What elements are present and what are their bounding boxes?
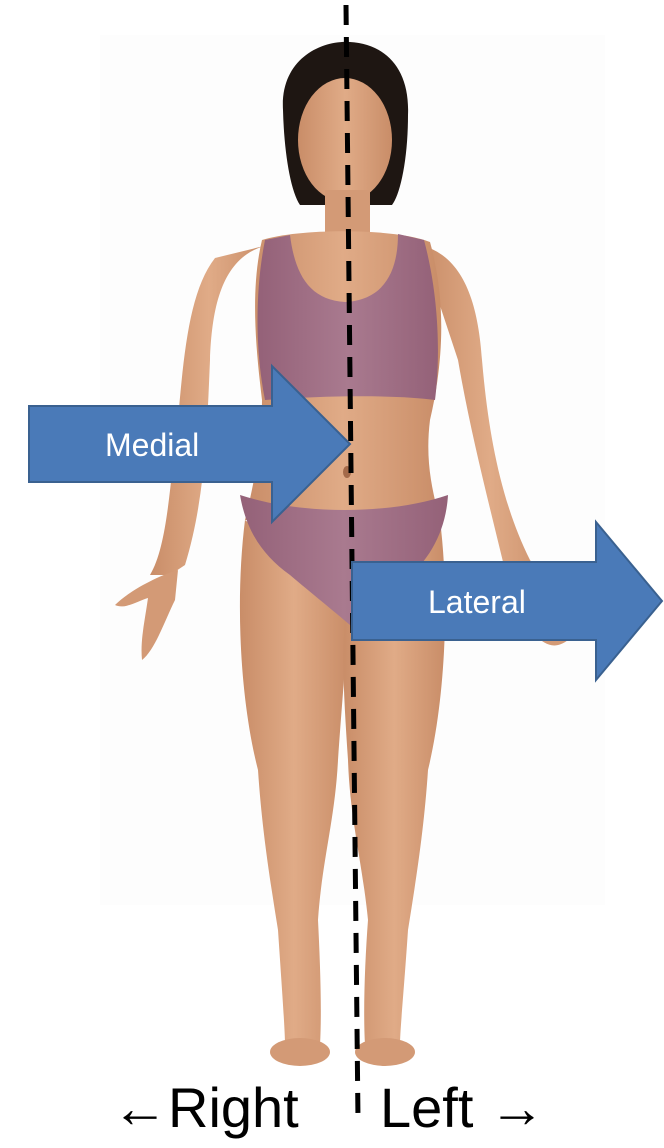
medial-label: Medial <box>105 427 199 463</box>
lateral-label: Lateral <box>428 584 526 620</box>
left-foot <box>355 1038 415 1066</box>
right-foot <box>270 1038 330 1066</box>
direction-left-label: Left → <box>380 1080 545 1136</box>
direction-right-label: ←Right <box>112 1080 299 1136</box>
